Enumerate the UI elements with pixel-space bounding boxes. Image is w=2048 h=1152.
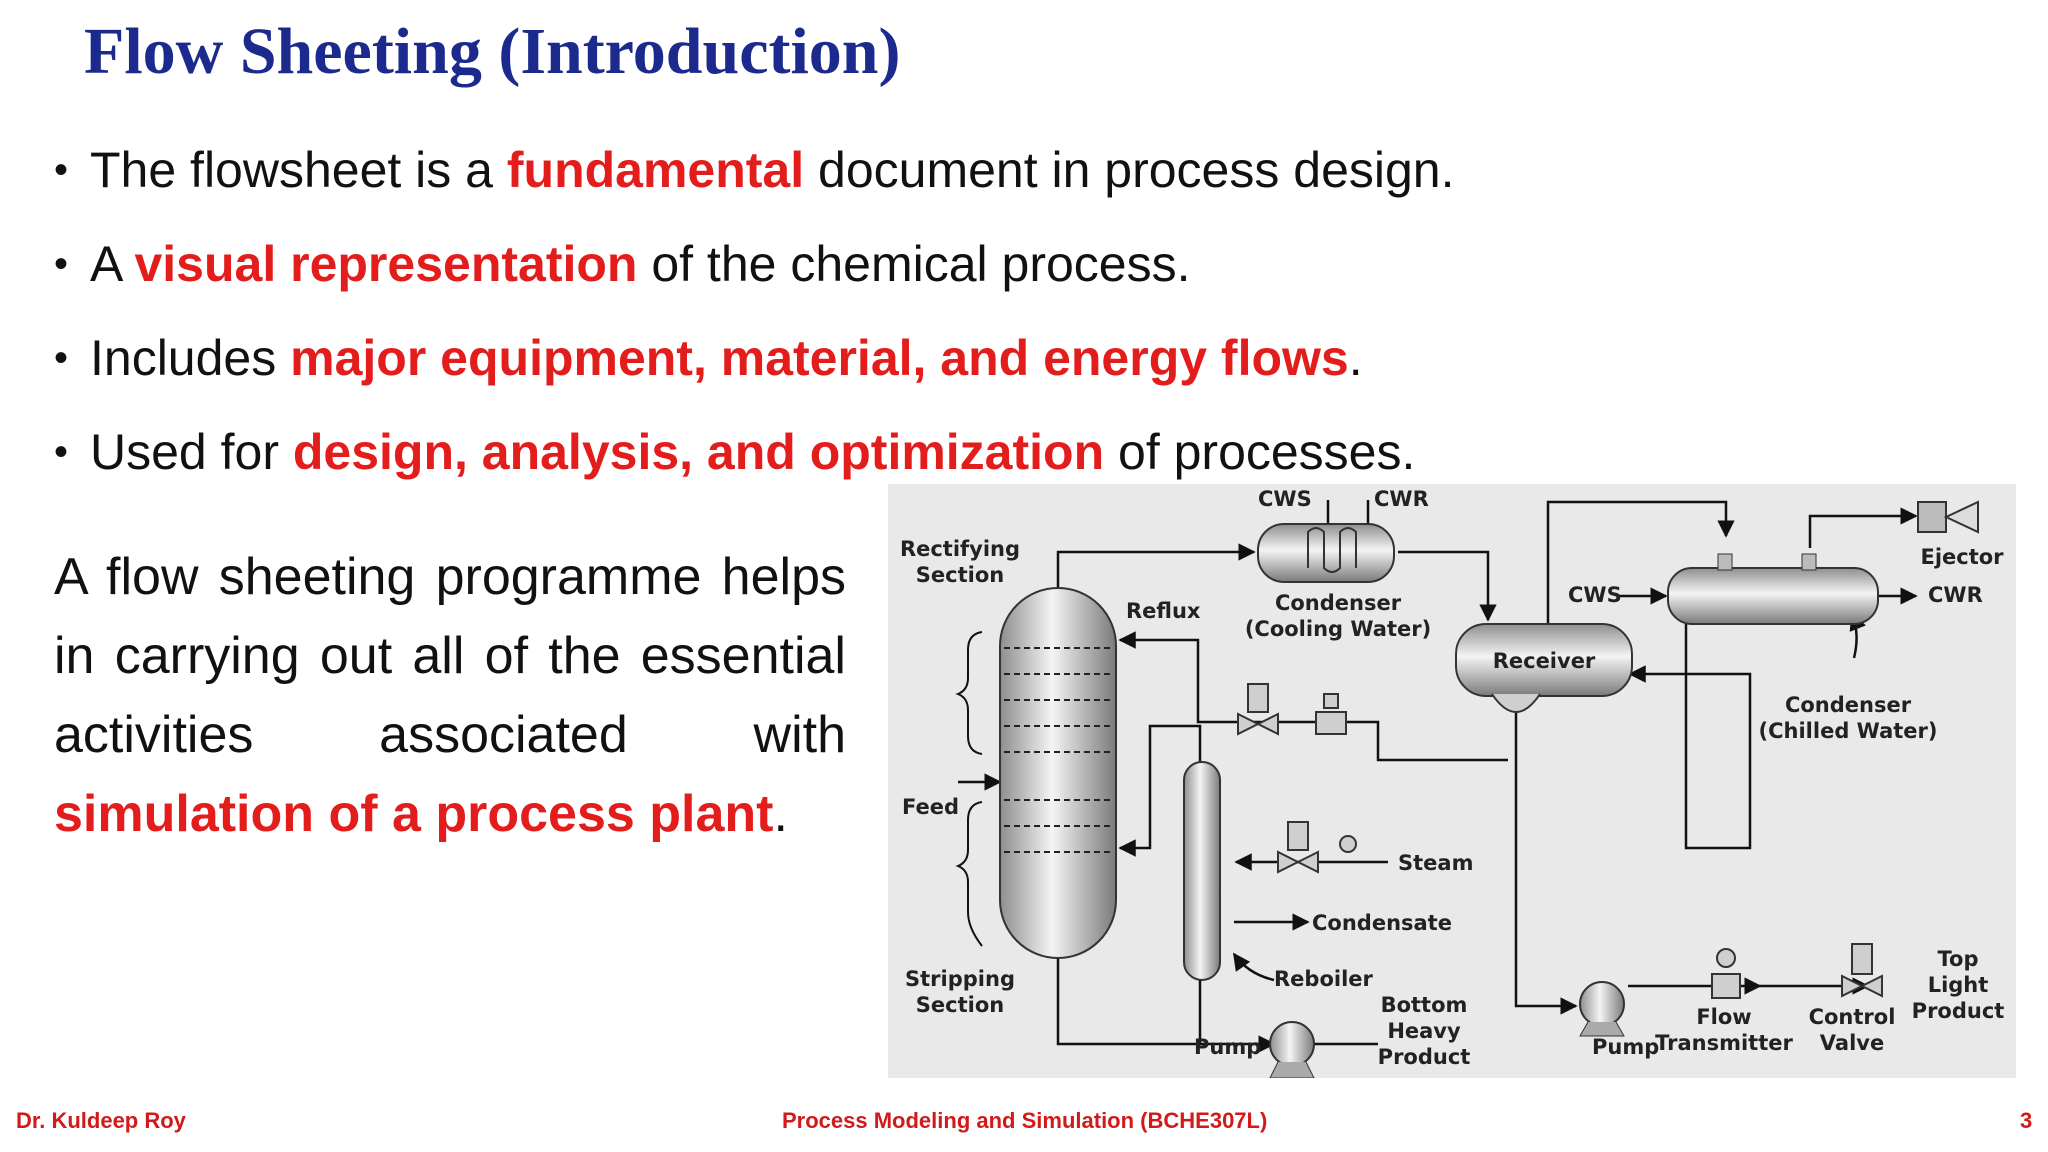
label-ejector: Ejector <box>1920 545 2004 569</box>
label-condensate: Condensate <box>1312 911 1452 935</box>
label-chilled-water: (Chilled Water) <box>1759 719 1938 743</box>
steam-control-valve-icon <box>1277 821 1357 874</box>
reflux-control-valve-icon <box>1237 683 1279 736</box>
label-condenser-chilled: Condenser <box>1785 693 1912 717</box>
footer-author: Dr. Kuldeep Roy <box>16 1108 186 1133</box>
label-stripping: Stripping <box>905 967 1015 991</box>
highlight-text: visual representation <box>134 236 638 292</box>
footer-page-number: 3 <box>2020 1108 2033 1133</box>
bullet-dot-icon: • <box>54 148 69 192</box>
bullet-list: •The flowsheet is a fundamental document… <box>54 130 1455 506</box>
label-control: Control <box>1809 1005 1896 1029</box>
bullet-item: •A visual representation of the chemical… <box>54 224 1455 318</box>
intro-paragraph: A flow sheeting programme helps in carry… <box>54 548 846 843</box>
label-transmitter: Transmitter <box>1655 1031 1793 1055</box>
highlight-text: simulation of a process plant <box>54 785 774 843</box>
label-cws-top: CWS <box>1258 487 1312 511</box>
distillation-flowsheet-diagram: CWS CWR Rectifying Section Reflux Conden… <box>888 484 2016 1078</box>
label-stripping-section: Section <box>916 993 1004 1017</box>
label-cwr-right: CWR <box>1928 583 1983 607</box>
bullet-item: •Used for design, analysis, and optimiza… <box>54 412 1455 506</box>
highlight-text: design, analysis, and optimization <box>292 424 1105 480</box>
label-heavy: Heavy <box>1387 1019 1461 1043</box>
label-bottom: Bottom <box>1381 993 1468 1017</box>
label-valve: Valve <box>1820 1031 1884 1055</box>
label-reboiler: Reboiler <box>1274 967 1374 991</box>
highlight-text: fundamental <box>506 142 805 198</box>
label-pump-right: Pump <box>1592 1035 1659 1059</box>
product-control-valve-icon <box>1841 943 1883 998</box>
label-bottom-product: Product <box>1378 1045 1471 1069</box>
slide-title: Flow Sheeting (Introduction) <box>84 15 901 88</box>
condenser-cooling-water-icon <box>1257 523 1395 583</box>
label-pump-left: Pump <box>1194 1035 1261 1059</box>
bullet-dot-icon: • <box>54 336 69 380</box>
bullet-dot-icon: • <box>54 430 69 474</box>
label-rectifying: Rectifying <box>900 537 1020 561</box>
label-feed: Feed <box>902 795 959 819</box>
label-flow: Flow <box>1696 1005 1751 1029</box>
label-cooling-water: (Cooling Water) <box>1245 617 1431 641</box>
product-flow-transmitter-icon <box>1711 948 1741 999</box>
ejector-icon <box>1917 500 1979 534</box>
highlight-text: major equipment, material, and energy fl… <box>290 330 1349 386</box>
receiver-vessel-icon <box>1455 623 1633 713</box>
footer-course: Process Modeling and Simulation (BCHE307… <box>782 1108 1268 1133</box>
label-cws-right: CWS <box>1568 583 1622 607</box>
bottom-pump-icon <box>1269 1021 1315 1078</box>
condenser-chilled-water-icon <box>1667 553 1879 625</box>
label-top: Top <box>1938 947 1979 971</box>
label-condenser-cw: Condenser <box>1275 591 1402 615</box>
bullet-item: •The flowsheet is a fundamental document… <box>54 130 1455 224</box>
distillation-column-icon <box>999 587 1117 959</box>
reflux-flow-transmitter-icon <box>1315 693 1347 735</box>
label-reflux: Reflux <box>1126 599 1201 623</box>
label-receiver: Receiver <box>1493 649 1596 673</box>
bullet-item: •Includes major equipment, material, and… <box>54 318 1455 412</box>
top-product-pump-icon <box>1579 981 1625 1037</box>
bullet-dot-icon: • <box>54 242 69 286</box>
label-steam: Steam <box>1398 851 1473 875</box>
label-cwr-top: CWR <box>1374 487 1429 511</box>
label-rectifying-section: Section <box>916 563 1004 587</box>
reboiler-icon <box>1183 761 1221 981</box>
label-light: Light <box>1928 973 1989 997</box>
label-top-product: Product <box>1912 999 2005 1023</box>
